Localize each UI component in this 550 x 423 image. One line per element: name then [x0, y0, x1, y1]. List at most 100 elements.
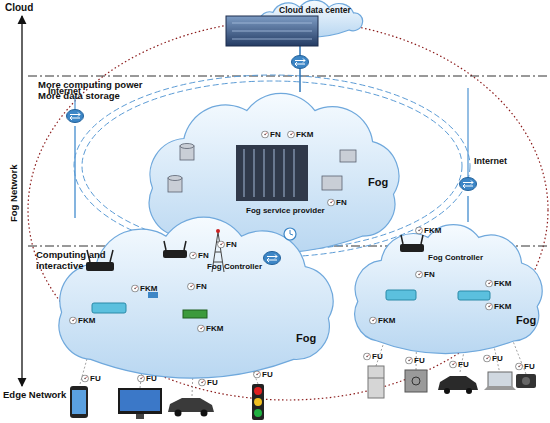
database-icon — [340, 150, 356, 162]
traffic-light-icon — [252, 384, 264, 420]
cloud-shape — [259, 0, 362, 37]
router-icon — [67, 110, 84, 123]
cloud-outline — [50, 218, 340, 370]
meter-icon — [262, 131, 269, 138]
node-label: Internet — [474, 156, 507, 166]
tier-label: Fog Network — [9, 164, 20, 222]
device-tag: FKM — [424, 226, 441, 235]
tier-label: Cloud — [5, 2, 33, 14]
device-tag: FKM — [494, 279, 511, 288]
device-tag: FU — [458, 360, 469, 369]
car-icon — [201, 410, 208, 417]
device-tag: FU — [207, 378, 218, 387]
monitor-icon — [136, 414, 144, 419]
laptop-icon — [484, 372, 516, 390]
device-tag: FU — [90, 374, 101, 383]
database-icon — [180, 144, 194, 149]
meter-icon — [364, 353, 371, 360]
role-label: Fog service provider — [246, 206, 325, 215]
car-icon — [438, 376, 478, 390]
laptop-icon — [484, 386, 516, 390]
database-icon — [322, 176, 342, 190]
server-icon — [226, 16, 318, 46]
server-rack-icon — [244, 149, 294, 197]
device-tag: FKM — [378, 316, 395, 325]
meter-icon — [416, 227, 423, 234]
device-tag: FKM — [140, 284, 157, 293]
network-link — [299, 32, 301, 92]
fridge-icon — [368, 378, 384, 379]
router-node: Internet — [448, 156, 512, 196]
monitor-icon — [118, 388, 162, 414]
car-icon — [444, 388, 450, 394]
meter-icon — [254, 371, 261, 378]
car-icon — [168, 398, 214, 417]
laptop-icon — [488, 372, 512, 388]
wifi-router-icon — [401, 235, 423, 244]
circuit-board-icon — [148, 292, 207, 318]
wifi-router-icon — [86, 235, 424, 271]
cloud-shape — [355, 225, 542, 354]
traffic-light-icon — [254, 409, 262, 417]
router-icon — [264, 252, 281, 265]
meter-icon — [370, 317, 377, 324]
traffic-light-icon — [254, 398, 262, 406]
gateway-box-icon — [458, 291, 490, 300]
meter-icon — [70, 317, 77, 324]
axis-arrow — [22, 16, 23, 386]
device-tag: FU — [414, 356, 425, 365]
cloud-shape — [59, 217, 333, 378]
node-label: Fog — [296, 332, 316, 345]
device-tag: FU — [262, 370, 273, 379]
clock-icon — [284, 228, 296, 240]
camera-icon — [516, 374, 536, 388]
meter-icon — [218, 241, 225, 248]
car-icon — [466, 388, 472, 394]
server-icon — [226, 16, 318, 46]
meter-icon — [484, 355, 491, 362]
device-tag: FN — [198, 251, 209, 260]
device-tag: FKM — [296, 130, 313, 139]
wifi-router-icon — [163, 250, 187, 258]
tier-note: Computing and interactive — [36, 250, 118, 272]
wifi-router-icon — [164, 241, 186, 250]
cloud-region: Fog — [350, 222, 545, 350]
role-label: Fog Controller — [428, 253, 483, 262]
meter-icon — [198, 325, 205, 332]
device-tag: FN — [226, 240, 237, 249]
car-icon — [438, 376, 478, 394]
meter-icon — [190, 252, 197, 259]
traffic-light-icon — [254, 387, 262, 395]
traffic-light-icon — [252, 384, 264, 420]
uplink-wire — [467, 88, 468, 178]
device-tag: FU — [146, 374, 157, 383]
router-icon — [292, 56, 309, 69]
smartphone-icon — [70, 386, 88, 418]
tier-label: Edge Network — [3, 390, 66, 401]
node-label: Cloud data center — [279, 6, 351, 16]
meter-icon — [82, 375, 89, 382]
server-rack-icon — [236, 145, 308, 201]
device-tag: FKM — [206, 324, 223, 333]
meter-icon — [486, 280, 493, 287]
fridge-icon — [368, 366, 384, 398]
device-tag: FU — [492, 354, 503, 363]
circuit-board-icon — [183, 310, 207, 318]
meter-icon — [416, 271, 423, 278]
safe-icon — [412, 377, 420, 385]
server-icon — [232, 23, 312, 39]
router-icon — [460, 178, 477, 191]
meter-icon — [132, 285, 139, 292]
safe-icon — [405, 370, 427, 392]
wifi-router-icon — [400, 244, 424, 252]
monitor-icon — [118, 388, 162, 419]
car-icon — [175, 410, 182, 417]
router-icon — [264, 56, 309, 265]
smartphone-icon — [70, 386, 88, 418]
axis-arrow — [21, 16, 22, 386]
database-icon — [168, 144, 356, 193]
node-label: Fog — [516, 314, 536, 327]
camera-icon — [522, 377, 530, 385]
fridge-icon — [368, 366, 384, 398]
wifi-router-icon — [86, 262, 114, 271]
